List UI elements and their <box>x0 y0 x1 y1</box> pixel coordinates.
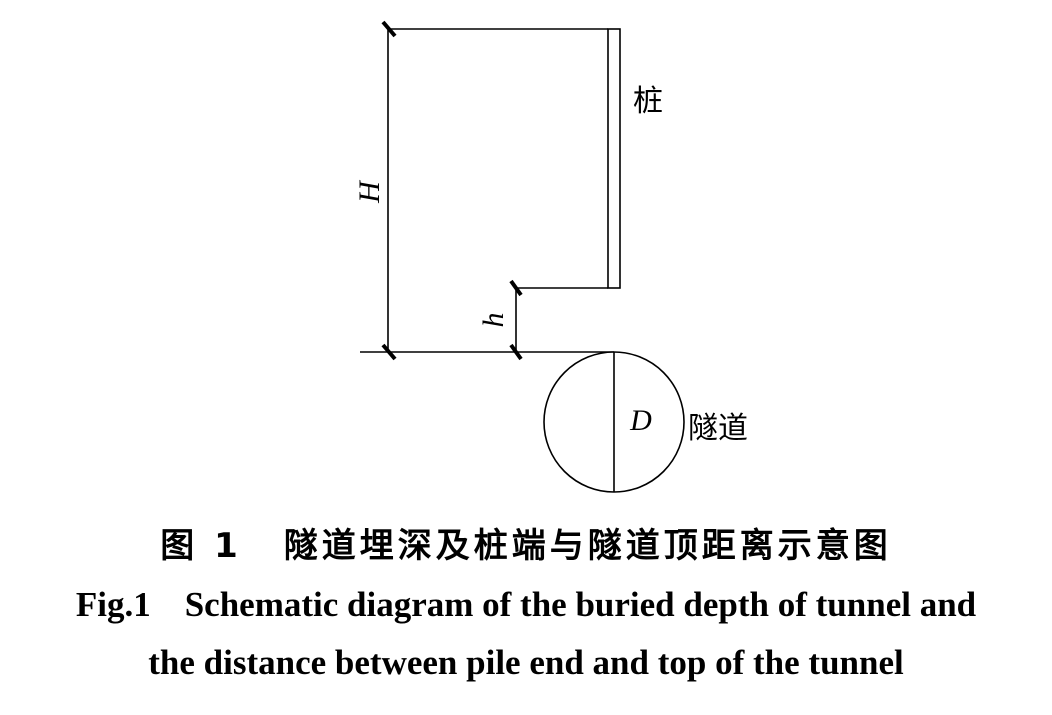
pile-label: 桩 <box>633 84 663 119</box>
caption-english-line1: Fig.1 Schematic diagram of the buried dep… <box>0 585 1052 625</box>
figure-number-cn: 图 1 <box>160 526 242 566</box>
figure-title-cn: 隧道埋深及桩端与隧道顶距离示意图 <box>283 526 892 566</box>
figure-title-en-line1: Schematic diagram of the buried depth of… <box>184 585 977 624</box>
H-label: H <box>353 179 386 204</box>
figure-title-en-line2: the distance between pile end and top of… <box>148 643 904 682</box>
caption-chinese: 图 1 隧道埋深及桩端与隧道顶距离示意图 <box>0 518 1052 567</box>
tunnel-label: 隧道 <box>688 411 748 446</box>
H-top-tick <box>381 20 397 38</box>
pile <box>607 28 621 289</box>
h-top-tick <box>509 279 523 297</box>
h-label: h <box>477 313 510 328</box>
D-label: D <box>629 404 652 437</box>
figure-number-en: Fig.1 <box>75 585 151 624</box>
caption-english-line2: the distance between pile end and top of… <box>0 643 1052 683</box>
